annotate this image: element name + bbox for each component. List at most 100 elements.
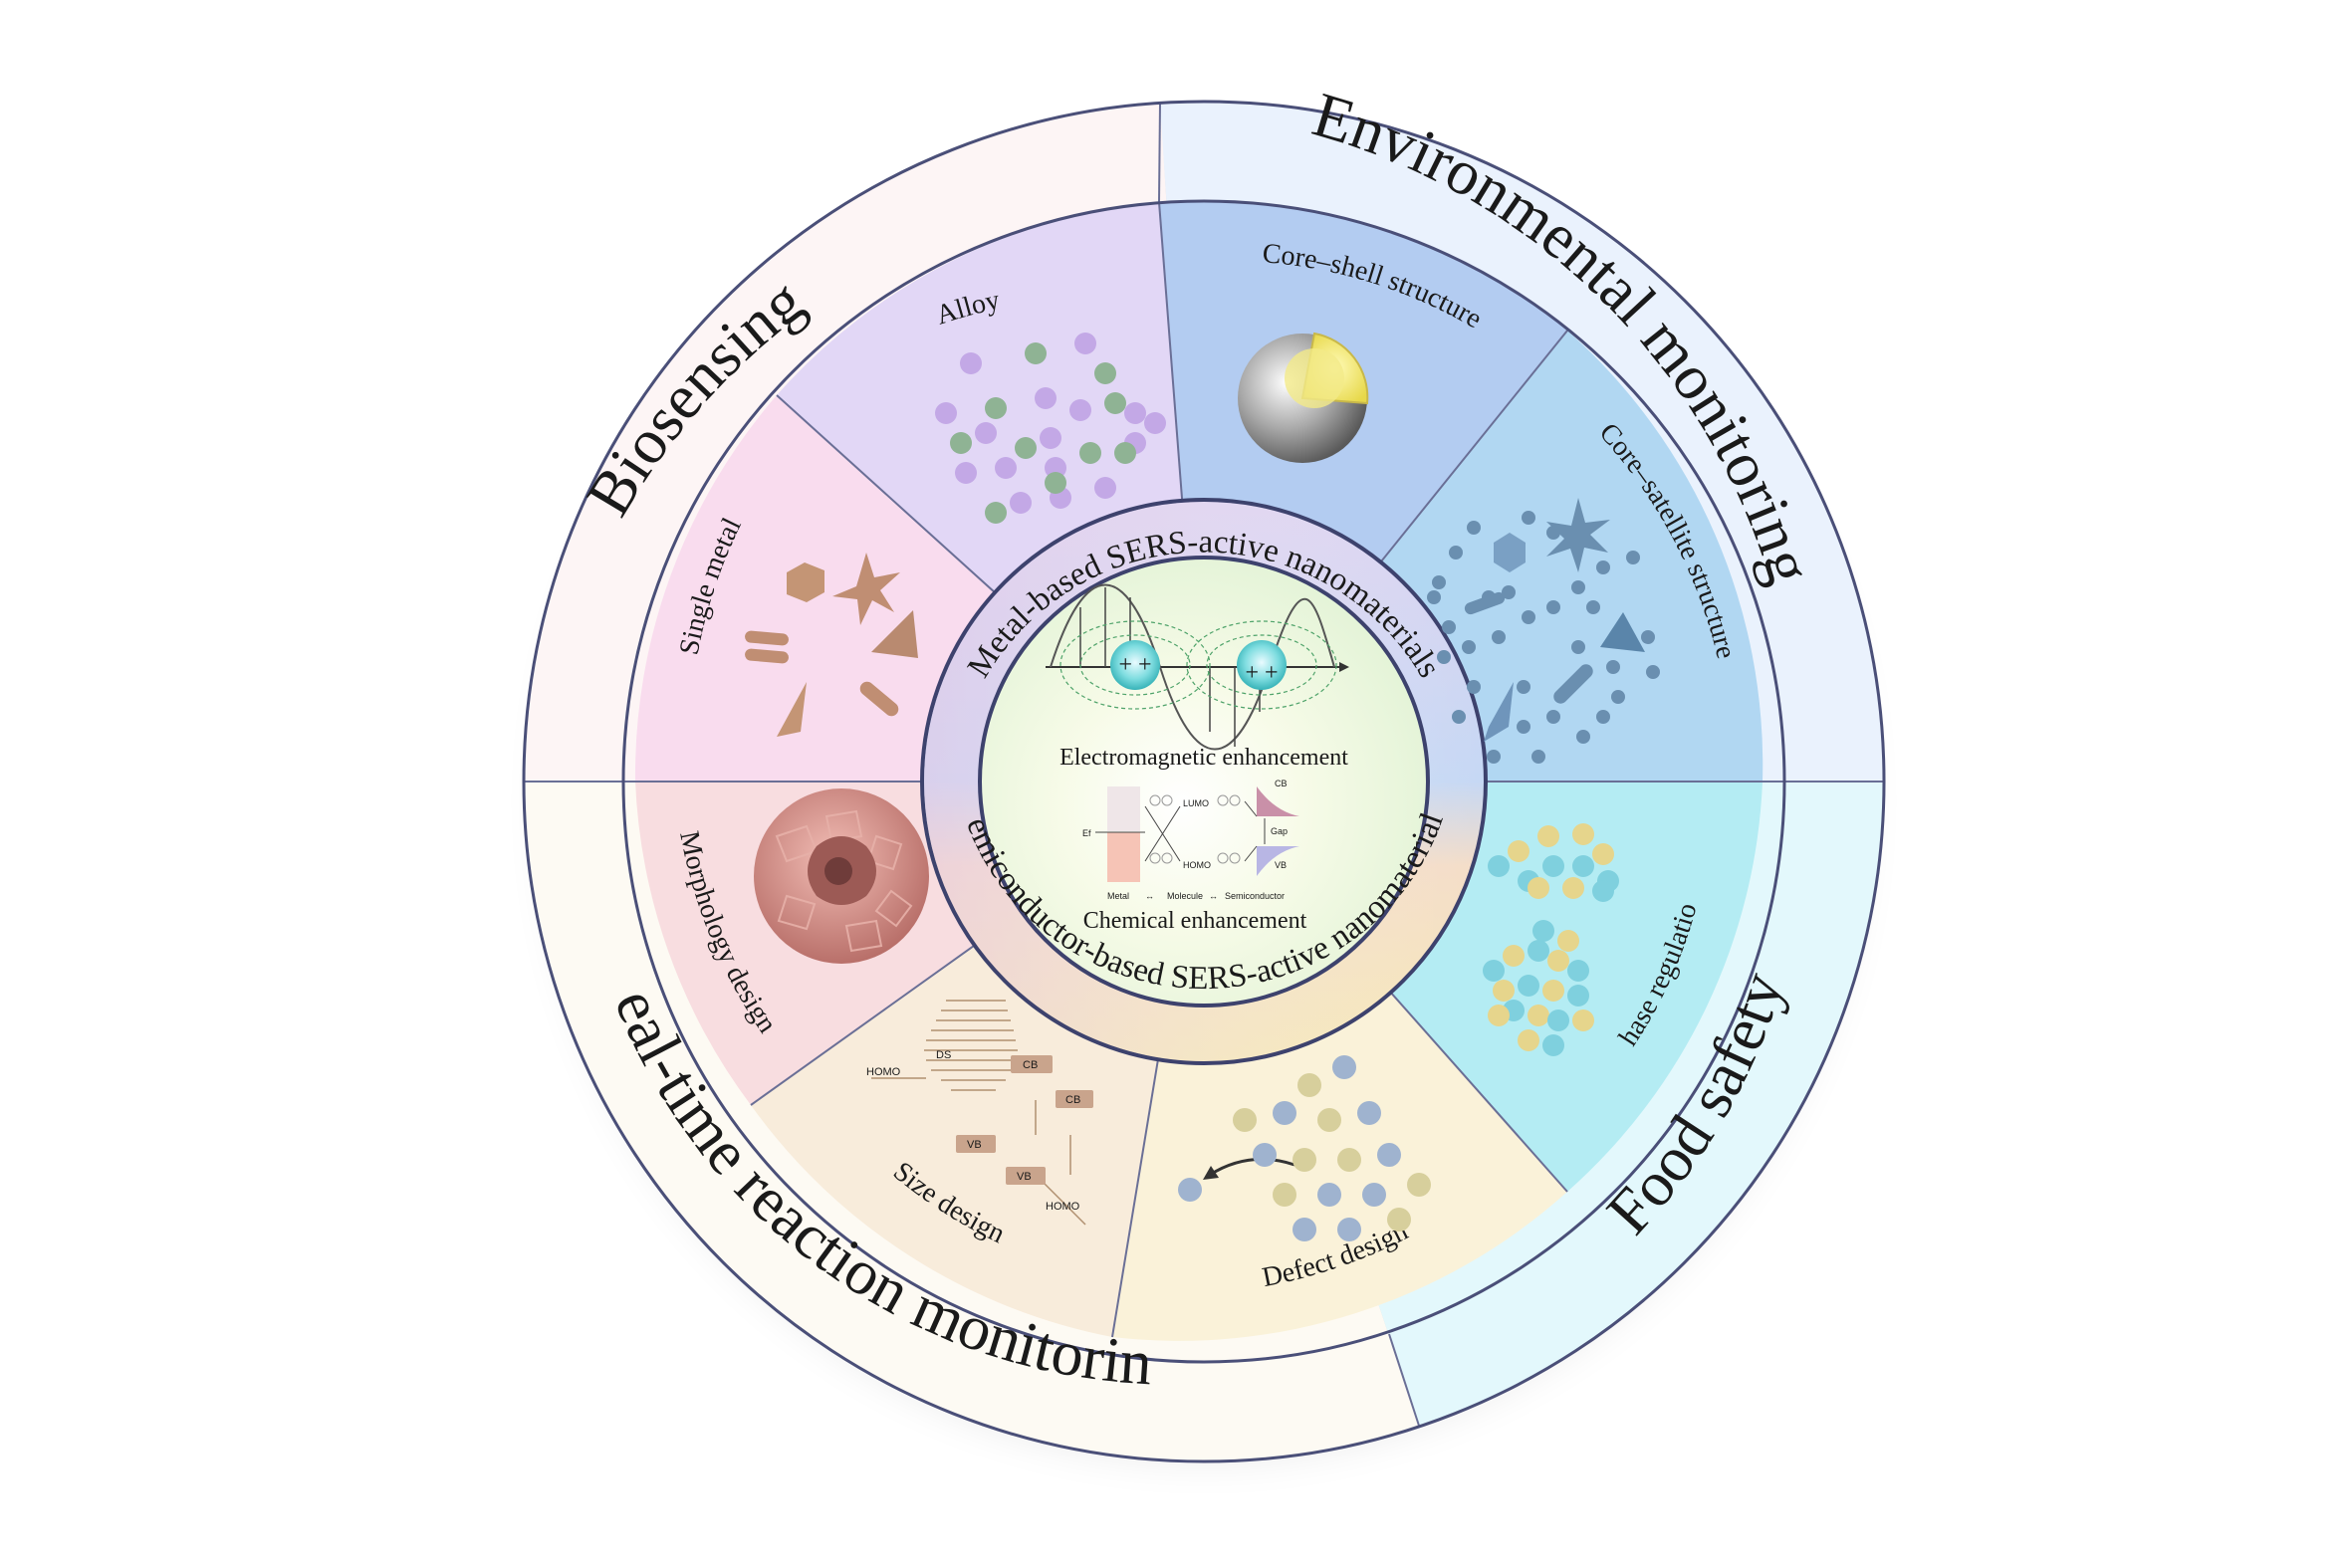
alloy-particle	[935, 402, 957, 424]
defect-atom	[1178, 1178, 1202, 1202]
satellite-particle	[1596, 710, 1610, 724]
size-cb-label-1: CB	[1023, 1059, 1038, 1071]
satellite-particle	[1611, 690, 1625, 704]
molecule-label: Molecule	[1167, 891, 1203, 901]
satellite-particle	[1531, 750, 1545, 764]
arrow-1: ↔	[1145, 891, 1154, 901]
size-homo-label: HOMO	[866, 1066, 901, 1078]
phase-atom	[1567, 960, 1589, 982]
charge-label-1: + +	[1118, 652, 1151, 678]
satellite-particle	[1576, 730, 1590, 744]
satellite-particle	[1427, 590, 1441, 604]
alloy-particle	[1114, 442, 1136, 464]
alloy-particle	[995, 457, 1017, 479]
vb-label: VB	[1275, 860, 1287, 870]
defect-atom	[1377, 1143, 1401, 1167]
satellite-particle	[1492, 630, 1506, 644]
phase-atom	[1547, 1009, 1569, 1031]
alloy-particle	[1025, 342, 1047, 364]
satellite-particle	[1641, 630, 1655, 644]
outer-circle	[522, 100, 1886, 1463]
chem-enhancement-label: Chemical enhancement	[1083, 908, 1307, 934]
phase-atom	[1528, 1005, 1549, 1026]
satellite-particle	[1571, 580, 1585, 594]
defect-atom	[1253, 1143, 1277, 1167]
alloy-particle	[985, 502, 1007, 524]
chem-enhancement-diagram: Ef LUMO HOMO CB Gap VB Metal ↔ Molecule …	[1082, 779, 1299, 901]
alloy-particle	[1104, 392, 1126, 414]
alloy-particle	[985, 397, 1007, 419]
defect-atom	[1357, 1101, 1381, 1125]
satellite-particle	[1467, 680, 1481, 694]
alloy-particle	[1074, 333, 1096, 354]
semiconductor-label: Semiconductor	[1225, 891, 1285, 901]
phase-atom	[1542, 980, 1564, 1002]
defect-atom	[1332, 1055, 1356, 1079]
ef-label: Ef	[1082, 828, 1091, 838]
gap-label: Gap	[1271, 826, 1288, 836]
phase-atom	[1572, 855, 1594, 877]
alloy-particle	[1010, 492, 1032, 514]
phase-atom	[1572, 1009, 1594, 1031]
alloy-particle	[1094, 362, 1116, 384]
defect-atom	[1233, 1108, 1257, 1132]
phase-atom	[1488, 855, 1510, 877]
phase-atom	[1542, 1034, 1564, 1056]
phase-atom	[1557, 930, 1579, 952]
alloy-particle	[1040, 427, 1061, 449]
arrow-2: ↔	[1209, 891, 1218, 901]
alloy-particle	[1069, 399, 1091, 421]
phase-atom	[1503, 945, 1525, 967]
phase-atom	[1528, 877, 1549, 899]
satellite-particle	[1502, 585, 1516, 599]
alloy-particle	[950, 432, 972, 454]
alloy-particle	[1124, 402, 1146, 424]
center-disk	[978, 556, 1430, 1008]
satellite-particle	[1546, 600, 1560, 614]
core-satellite-illustration	[1427, 498, 1660, 764]
phase-structure-illustration	[1483, 823, 1619, 1056]
homo-label: HOMO	[1183, 860, 1211, 870]
satellite-particle	[1462, 640, 1476, 654]
defect-atom	[1407, 1173, 1431, 1197]
phase-atom	[1592, 880, 1614, 902]
phase-atom	[1528, 940, 1549, 962]
phase-atom	[1572, 823, 1594, 845]
satellite-particle	[1517, 680, 1530, 694]
defect-atom	[1273, 1101, 1296, 1125]
alloy-particles-illustration	[935, 333, 1166, 524]
alloy-particle	[1144, 412, 1166, 434]
satellite-particle	[1432, 575, 1446, 589]
satellite-particle	[1586, 600, 1600, 614]
size-homo-label-2: HOMO	[1046, 1201, 1080, 1213]
em-enhancement-label: Electromagnetic enhancement	[1059, 745, 1348, 771]
phase-atom	[1532, 920, 1554, 942]
satellite-particle	[1467, 521, 1481, 535]
alloy-particle	[1094, 477, 1116, 499]
alloy-particle	[1079, 442, 1101, 464]
phase-atom	[1488, 1005, 1510, 1026]
satellite-particle	[1596, 560, 1610, 574]
alloy-particle	[1045, 472, 1066, 494]
alloy-particle	[975, 422, 997, 444]
size-cb-label-2: CB	[1065, 1094, 1080, 1106]
phase-atom	[1483, 960, 1505, 982]
phase-atom	[1493, 980, 1515, 1002]
satellite-particle	[1517, 720, 1530, 734]
core-shell-sphere-illustration	[1238, 332, 1369, 463]
defect-atom	[1293, 1218, 1316, 1241]
defect-atom	[1317, 1108, 1341, 1132]
size-ds-label: DS	[936, 1049, 951, 1061]
phase-atom	[1518, 975, 1539, 997]
alloy-particle	[1035, 387, 1057, 409]
phase-atom	[1592, 843, 1614, 865]
em-enhancement-illustration: + + + +	[1046, 583, 1349, 751]
satellite-particle	[1437, 650, 1451, 664]
satellite-particle	[1626, 551, 1640, 564]
size-vb-label-1: VB	[967, 1139, 982, 1151]
morphology-particle-illustration	[754, 788, 929, 964]
satellite-particle	[1452, 710, 1466, 724]
satellite-particle	[1522, 610, 1535, 624]
defect-atom	[1293, 1148, 1316, 1172]
